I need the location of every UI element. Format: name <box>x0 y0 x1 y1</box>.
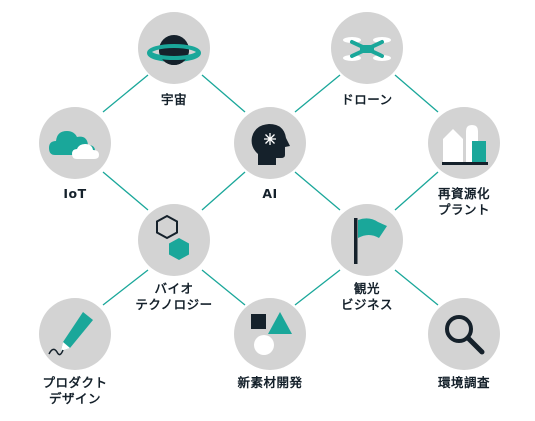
node-ai <box>234 107 306 179</box>
label-iot: IoT <box>63 186 87 201</box>
link-ai-tourism <box>294 171 341 211</box>
link-ai-bio <box>201 171 246 211</box>
shapes-icon <box>251 312 292 355</box>
link-iot-bio <box>102 171 149 211</box>
cloud-icon <box>49 131 99 159</box>
node-drone <box>331 12 403 84</box>
node-space <box>138 12 210 84</box>
node-product <box>39 298 111 370</box>
pen-icon <box>48 312 93 356</box>
flag-icon <box>354 218 387 264</box>
link-space-ai <box>201 74 246 113</box>
label-recycle: 再資源化 プラント <box>437 186 490 217</box>
plant-icon <box>442 125 488 165</box>
hexagons-icon <box>156 214 189 260</box>
link-tourism-environment <box>394 269 439 306</box>
label-product: プロダクト デザイン <box>42 375 108 406</box>
magnifier-icon <box>445 315 485 355</box>
head-icon <box>251 124 290 165</box>
label-tourism: 観光 ビジネス <box>340 281 393 312</box>
link-ai-drone <box>294 74 341 113</box>
label-environment: 環境調査 <box>437 375 490 390</box>
link-iot-space <box>102 74 149 113</box>
link-recycle-tourism <box>394 171 439 211</box>
link-bio-materials <box>201 269 246 306</box>
label-ai: AI <box>262 186 278 201</box>
label-materials: 新素材開発 <box>237 375 303 390</box>
label-space: 宇宙 <box>160 92 187 107</box>
node-recycle <box>428 107 500 179</box>
link-bio-product <box>102 269 149 306</box>
drone-icon <box>343 37 391 61</box>
node-iot <box>39 107 111 179</box>
node-environment <box>428 298 500 370</box>
label-drone: ドローン <box>341 92 393 107</box>
label-bio: バイオ テクノロジー <box>135 281 213 312</box>
node-bio <box>138 204 210 276</box>
planet-icon <box>147 35 201 65</box>
node-materials <box>234 298 306 370</box>
link-tourism-materials <box>294 269 341 306</box>
node-tourism <box>331 204 403 276</box>
link-drone-recycle <box>394 74 439 113</box>
